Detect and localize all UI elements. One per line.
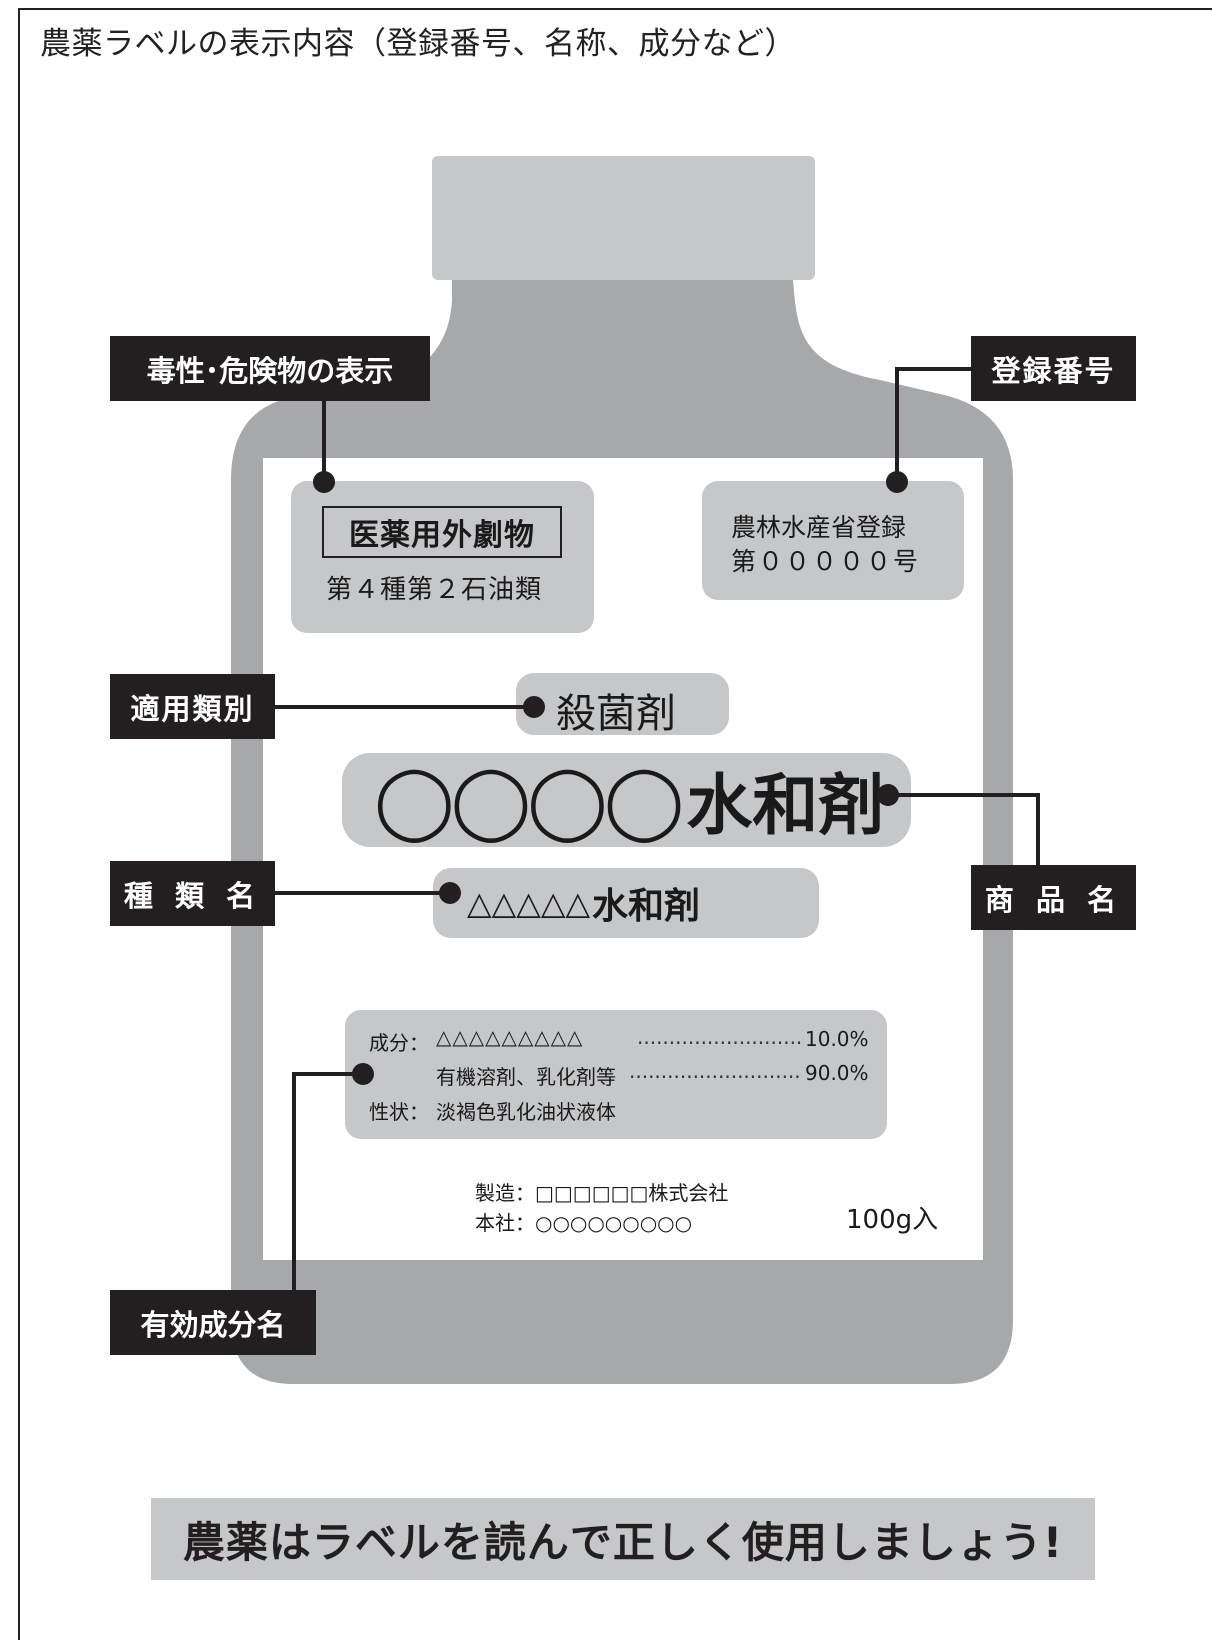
poison-label: 医薬用外劇物 bbox=[322, 506, 562, 558]
ingredients-pill bbox=[345, 1010, 887, 1139]
maker-line2: 本社：○○○○○○○○○ bbox=[475, 1211, 693, 1235]
type-name-suffix: 水和剤 bbox=[592, 886, 701, 927]
hazard-class: 第４種第２石油類 bbox=[326, 575, 543, 605]
maker-line1: 製造：□□□□□□株式会社 bbox=[475, 1181, 729, 1205]
type-name: △△△△△ 水和剤 bbox=[467, 878, 700, 928]
ingredient-row2-dots: ........................................… bbox=[629, 1059, 802, 1083]
type-name-triangles: △△△△△ bbox=[467, 884, 591, 922]
category-pill bbox=[516, 673, 729, 735]
callout-active-ingredient: 有効成分名 bbox=[110, 1290, 316, 1355]
ingredient-row1-value: 10.0% bbox=[805, 1027, 869, 1051]
ingredient-row1-name: △△△△△△△△△ bbox=[436, 1025, 584, 1049]
type-name-pill bbox=[433, 868, 819, 938]
ingredient-row3-value: 淡褐色乳化油状液体 bbox=[436, 1100, 616, 1124]
product-name-circles: ◯◯◯◯ bbox=[374, 758, 684, 842]
volume: 100g入 bbox=[846, 1205, 939, 1235]
product-name-pill bbox=[342, 753, 911, 847]
footer-banner: 農薬はラベルを読んで正しく使用しましょう! bbox=[151, 1498, 1095, 1580]
registration-pill bbox=[702, 481, 964, 600]
ingredient-row1-dots: ........................................… bbox=[637, 1025, 802, 1049]
registration-line2: 第０００００号 bbox=[731, 547, 921, 576]
ingredient-row2-name: 有機溶剤、乳化剤等 bbox=[436, 1065, 616, 1089]
callout-product-name: 商 品 名 bbox=[971, 865, 1136, 930]
category-text: 殺菌剤 bbox=[556, 691, 676, 737]
product-name-suffix: 水和剤 bbox=[686, 767, 885, 844]
registration-line1: 農林水産省登録 bbox=[731, 513, 907, 542]
callout-registration: 登録番号 bbox=[971, 336, 1136, 401]
callout-toxicity: 毒性･危険物の表示 bbox=[110, 336, 430, 401]
callout-type-name: 種 類 名 bbox=[110, 861, 275, 926]
page-frame bbox=[18, 8, 1212, 1640]
ingredient-row2-value: 90.0% bbox=[805, 1061, 869, 1085]
callout-category: 適用類別 bbox=[110, 674, 275, 739]
ingredient-row1-label: 成分： bbox=[369, 1031, 429, 1055]
product-name: ◯◯◯◯ 水和剤 bbox=[374, 758, 884, 844]
ingredient-row3-label: 性状： bbox=[369, 1100, 429, 1124]
bottle-cap bbox=[432, 156, 815, 280]
page-title: 農薬ラベルの表示内容（登録番号、名称、成分など） bbox=[40, 26, 796, 62]
